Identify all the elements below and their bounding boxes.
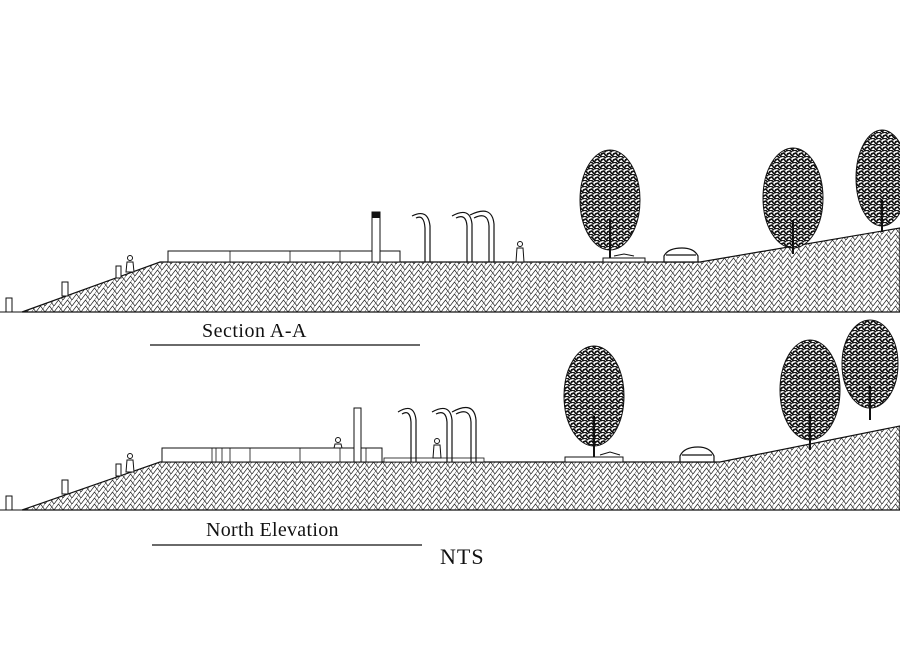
section-building	[167, 211, 401, 263]
elevation-building	[161, 407, 485, 463]
section-title: Section A-A	[202, 320, 307, 342]
elevation-car-icon	[679, 446, 715, 463]
tree-icon	[841, 319, 899, 420]
tree-icon	[579, 149, 641, 262]
scale-note: NTS	[440, 544, 485, 569]
section-canopy-arches	[411, 210, 495, 262]
elevation-title: North Elevation	[206, 519, 339, 541]
elevation-pedestrians	[125, 437, 442, 473]
section-trees	[579, 129, 900, 262]
section-bollards	[5, 265, 122, 313]
section-bench	[602, 253, 646, 263]
section-a-a-drawing	[0, 129, 900, 346]
elevation-ground-hatch	[21, 425, 900, 511]
tree-icon	[855, 129, 900, 232]
section-pedestrians	[125, 241, 525, 273]
elevation-trees	[563, 319, 899, 458]
elevation-bench	[564, 451, 624, 463]
north-elevation-drawing	[0, 319, 900, 546]
elevation-canopy-arches	[397, 406, 477, 462]
tree-icon	[762, 147, 824, 254]
tree-icon	[779, 339, 841, 450]
tree-icon	[563, 345, 625, 458]
section-car-icon	[663, 247, 699, 263]
section-ground-hatch	[21, 227, 900, 313]
elevation-bollards	[5, 463, 122, 511]
